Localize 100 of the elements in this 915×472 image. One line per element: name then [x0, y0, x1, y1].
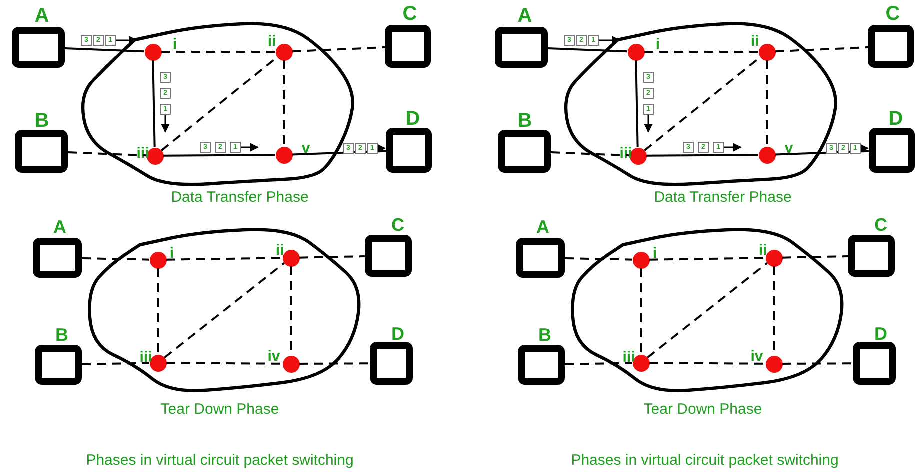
link-line	[650, 362, 766, 365]
host-label: A	[34, 6, 50, 26]
host-label: D	[874, 325, 888, 343]
link-line	[283, 60, 285, 146]
host-label: B	[538, 326, 552, 344]
host-box	[495, 27, 548, 68]
host-box	[498, 130, 551, 173]
phase-caption: Data Transfer Phase	[171, 190, 309, 205]
link-line	[299, 255, 366, 259]
host-box	[33, 238, 82, 278]
link-line	[649, 257, 766, 261]
host-label: A	[536, 218, 550, 236]
router-label: i	[170, 246, 174, 261]
host-label: D	[888, 109, 904, 129]
host-box	[869, 128, 915, 173]
figure-caption: Phases in virtual circuit packet switching	[571, 453, 839, 468]
host-label: B	[34, 111, 50, 131]
host-box	[516, 238, 565, 278]
router-node	[282, 250, 300, 266]
link-line	[164, 154, 276, 157]
link-line	[646, 154, 758, 157]
link-line	[82, 362, 150, 366]
router-label: i	[172, 37, 178, 52]
host-label: C	[402, 4, 418, 24]
router-node	[150, 252, 166, 268]
link-line	[68, 152, 147, 157]
link-line	[782, 362, 853, 365]
host-label: C	[392, 216, 404, 234]
phase-caption: Tear Down Phase	[644, 402, 762, 417]
router-label: iii	[140, 350, 152, 365]
host-box	[385, 25, 431, 68]
link-line	[64, 48, 145, 53]
link-line	[766, 60, 768, 146]
phase-caption: Data Transfer Phase	[654, 190, 792, 205]
router-node	[758, 44, 776, 60]
link-line	[644, 51, 758, 53]
link-line	[564, 362, 633, 366]
host-box	[12, 27, 65, 68]
link-line	[635, 60, 639, 148]
figure-caption: Phases in virtual circuit packet switching	[86, 453, 354, 468]
host-box	[15, 130, 68, 173]
link-line	[647, 262, 768, 359]
host-box	[868, 25, 914, 68]
link-line	[164, 262, 285, 359]
router-node	[766, 250, 782, 266]
link-line	[292, 46, 386, 53]
router-label: ii	[758, 243, 768, 258]
host-box	[370, 342, 413, 385]
router-label: iii	[622, 350, 636, 365]
link-line	[775, 46, 868, 53]
router-node	[632, 252, 650, 268]
router-label: iv	[750, 349, 764, 364]
host-label: D	[392, 325, 404, 343]
host-label: A	[518, 6, 532, 26]
link-line	[300, 362, 370, 365]
host-label: C	[874, 216, 888, 234]
link-line	[548, 48, 628, 53]
link-line	[166, 257, 283, 261]
link-line	[564, 258, 633, 261]
router-node	[144, 44, 162, 60]
router-node	[276, 44, 292, 60]
link-line	[782, 255, 848, 259]
host-box	[848, 235, 895, 277]
host-box	[386, 128, 432, 173]
link-line	[152, 60, 156, 148]
host-box	[365, 235, 412, 277]
router-node	[146, 148, 164, 164]
router-label: iii	[620, 146, 632, 161]
link-line	[550, 152, 630, 157]
router-label: iii	[136, 146, 150, 161]
link-line	[775, 150, 870, 156]
router-label: v	[784, 141, 794, 156]
router-label: ii	[276, 243, 284, 258]
link-line	[162, 51, 276, 53]
router-label: i	[656, 37, 660, 52]
router-node	[766, 356, 782, 372]
link-line	[640, 268, 642, 354]
router-node	[630, 148, 646, 164]
router-label: v	[302, 141, 310, 156]
host-box	[518, 345, 565, 385]
link-line	[82, 258, 150, 261]
phase-caption: Tear Down Phase	[160, 402, 280, 417]
router-node	[150, 354, 166, 372]
host-box	[35, 345, 82, 385]
host-label: A	[54, 218, 66, 236]
host-label: B	[518, 111, 532, 131]
router-node	[632, 354, 650, 372]
link-line	[157, 268, 159, 354]
router-node	[628, 44, 644, 60]
router-label: i	[652, 246, 658, 261]
router-label: iv	[268, 349, 280, 364]
link-line	[166, 362, 282, 365]
host-box	[853, 342, 896, 385]
router-node	[282, 356, 300, 372]
host-label: D	[406, 109, 420, 129]
host-label: B	[56, 326, 68, 344]
router-node	[276, 146, 292, 164]
router-label: ii	[750, 34, 760, 49]
router-node	[758, 146, 776, 164]
link-line	[292, 150, 386, 156]
